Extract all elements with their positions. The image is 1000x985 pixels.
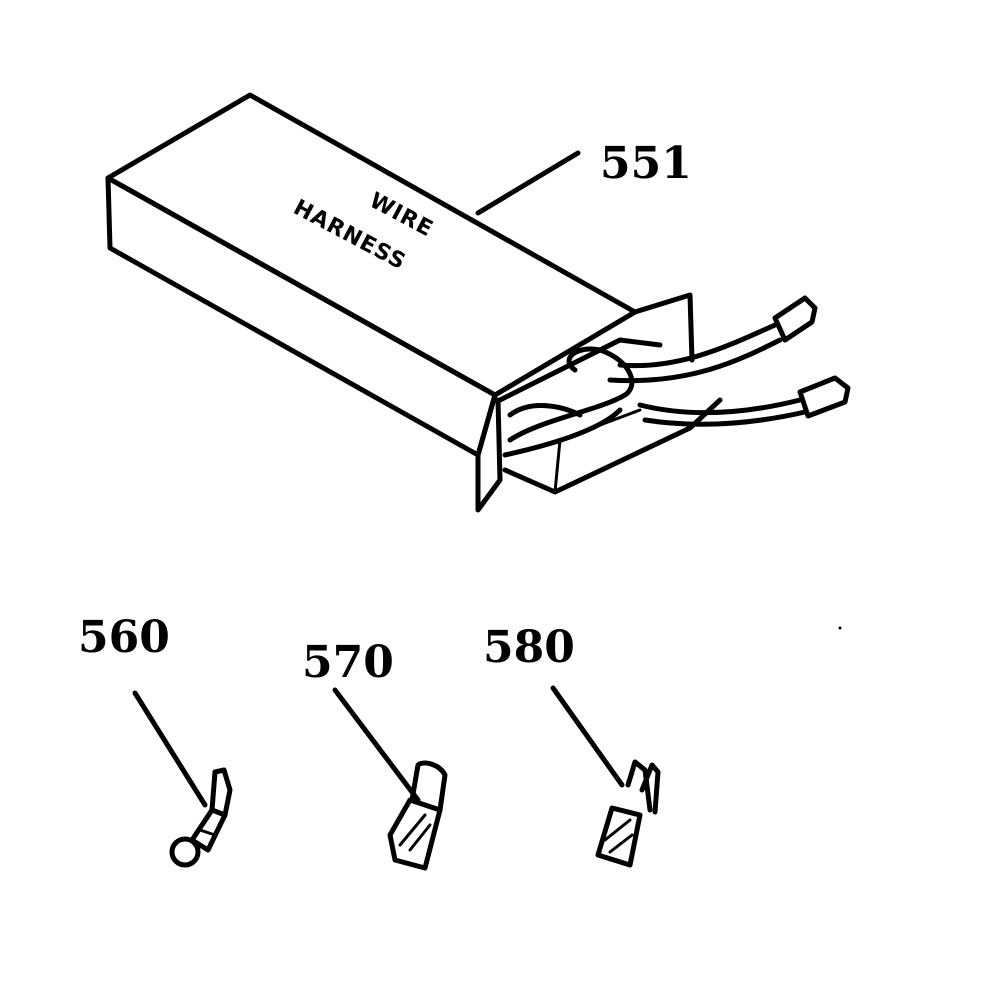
- leader-line-580: [550, 685, 625, 788]
- callout-551: 551: [600, 138, 692, 189]
- spade-terminal: [595, 759, 661, 868]
- leader-line-570: [332, 687, 421, 803]
- callout-560: 560: [78, 612, 170, 663]
- callout-580: 580: [483, 622, 575, 673]
- stray-dot: [838, 626, 842, 630]
- wire-harness-box: WIRE HARNESS: [105, 92, 851, 513]
- ring-terminal: [169, 767, 233, 868]
- hook-terminal: [387, 760, 448, 871]
- leader-line-551: [475, 150, 581, 216]
- callout-570: 570: [302, 637, 394, 688]
- leader-line-560: [132, 690, 208, 808]
